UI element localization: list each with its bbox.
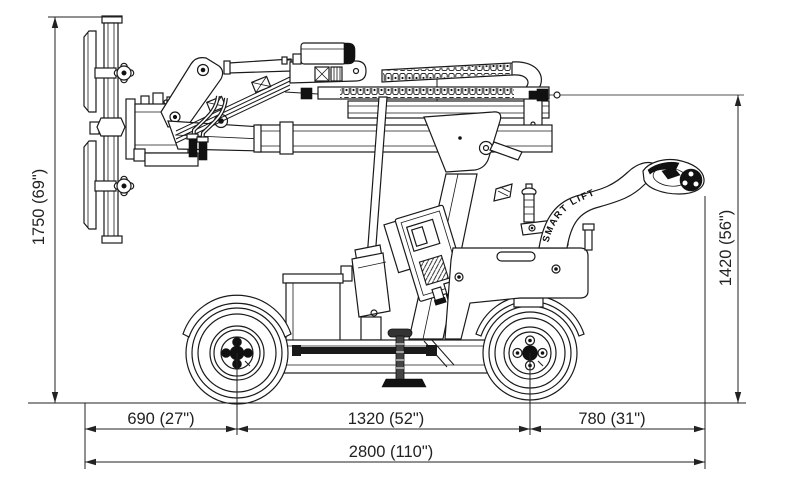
battery-box (285, 282, 341, 342)
dimension-annotations: 1750 (69") 1420 (56") 690 (27") 1320 (52… (28, 16, 746, 469)
center-clamp-nut (96, 117, 126, 137)
hydraulic-hoses (186, 95, 228, 161)
dimension-row-segments: 690 (27") 1320 (52") 780 (31") (85, 410, 705, 433)
dimension-label-rear-overhang: 780 (31") (578, 410, 645, 428)
jack-foot (381, 378, 427, 388)
head-bracket (144, 152, 199, 167)
dimension-label-handle-height: 1420 (56") (717, 210, 735, 287)
dimension-overall-height: 1750 (69") (30, 16, 122, 403)
steering-stem (523, 193, 535, 223)
cable-anchor (536, 88, 549, 102)
warning-flag (493, 183, 513, 202)
dimension-overall-length: 2800 (110") (85, 443, 705, 466)
fork-slide (297, 347, 429, 354)
panel-handle-slot (496, 251, 536, 262)
lift-cylinder (340, 96, 391, 341)
energy-chain (284, 61, 744, 102)
tray-fitting (300, 87, 313, 100)
handle-grip (642, 158, 705, 195)
body-panel (444, 223, 595, 340)
pad-frame (83, 15, 135, 244)
machine-drawing: SMART LIFT (83, 15, 744, 405)
clamp-knob-lower (94, 175, 135, 197)
rear-fender (475, 294, 585, 337)
telescopic-boom (253, 76, 553, 155)
hose-fitting (198, 141, 208, 161)
fender-step (513, 297, 544, 308)
suction-pad-lower (83, 140, 97, 230)
hose-fitting (188, 138, 198, 158)
pump-unit (351, 252, 391, 318)
mast-bottom-cap (101, 235, 123, 244)
stabilizer-jack (381, 328, 427, 388)
handle-arm: SMART LIFT (520, 158, 705, 249)
boom-arm (160, 42, 367, 161)
dimension-label-overall-height: 1750 (69") (30, 169, 48, 246)
battery-box-lid (282, 273, 344, 284)
dimension-label-overall-length: 2800 (110") (349, 443, 433, 461)
boom-collar (279, 121, 294, 155)
lift-motor (281, 42, 356, 65)
rear-bracket (423, 338, 455, 368)
front-fender (182, 294, 292, 338)
dimension-label-front-overhang: 690 (27") (127, 410, 194, 428)
clamp-knob-upper (94, 62, 135, 84)
gusset-stub (489, 141, 523, 161)
arm-plate (160, 57, 224, 128)
suction-pad-upper (83, 30, 97, 113)
dimension-handle-height: 1420 (56") (717, 95, 742, 403)
dimension-label-wheelbase: 1320 (52") (348, 410, 425, 428)
mast-gusset-plate (423, 111, 523, 202)
